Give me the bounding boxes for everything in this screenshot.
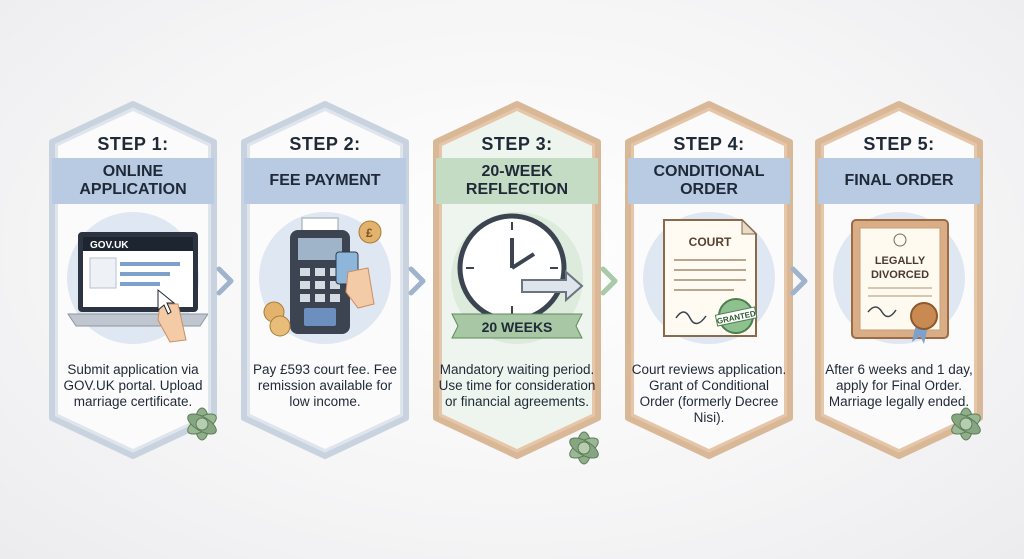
chevron-right-icon <box>790 266 808 296</box>
step-4-band: CONDITIONAL ORDER <box>653 163 765 198</box>
step-1-title: STEP 1: <box>97 134 169 154</box>
succulent-icon <box>951 407 981 441</box>
step-1-band: ONLINE APPLICATION <box>79 163 187 198</box>
divorced-label: DIVORCED <box>871 269 929 281</box>
step-1-description: Submit application via GOV.UK portal. Up… <box>63 362 203 409</box>
step-5-title: STEP 5: <box>863 134 935 154</box>
court-document-icon: COURT GRANTED <box>663 218 758 337</box>
step-4-card: STEP 4: CONDITIONAL ORDER COURT GRANTED … <box>620 100 798 460</box>
succulent-icon <box>569 431 599 465</box>
step-3-title: STEP 3: <box>481 134 553 154</box>
weeks-label: 20 WEEKS <box>482 319 553 335</box>
laptop-icon: GOV.UK <box>67 232 208 343</box>
chevron-right-icon <box>408 266 426 296</box>
step-3-band: 20-WEEK REFLECTION <box>465 163 569 198</box>
step-3-card: STEP 3: 20-WEEK REFLECTION 20 WEEKS Mand… <box>428 100 606 460</box>
court-label: COURT <box>689 235 732 249</box>
svg-text:£: £ <box>366 226 373 240</box>
certificate-icon: LEGALLY DIVORCED <box>851 219 949 344</box>
chevron-right-icon <box>600 266 618 296</box>
step-5-band: FINAL ORDER <box>844 172 954 189</box>
clock-icon: 20 WEEKS <box>451 213 584 339</box>
crest-icon <box>893 233 907 247</box>
succulent-icon <box>187 407 217 441</box>
step-2-description: Pay £593 court fee. Fee remission availa… <box>252 362 398 409</box>
govuk-label: GOV.UK <box>90 240 129 251</box>
step-2-card: STEP 2: FEE PAYMENT £ Pay £593 court fee… <box>236 100 414 460</box>
step-3-description: Mandatory waiting period. Use time for c… <box>438 362 596 409</box>
legally-label: LEGALLY <box>875 255 926 267</box>
card-terminal-icon: £ <box>263 217 382 337</box>
step-2-title: STEP 2: <box>289 134 361 154</box>
step-5-card: STEP 5: FINAL ORDER LEGALLY DIVORCED Aft… <box>810 100 988 460</box>
step-4-title: STEP 4: <box>673 134 745 154</box>
seal-icon <box>910 302 938 330</box>
step-2-band: FEE PAYMENT <box>269 172 381 189</box>
step-1-card: STEP 1: ONLINE APPLICATION GOV.UK Submit… <box>44 100 222 460</box>
step-4-description: Court reviews application. Grant of Cond… <box>631 362 787 425</box>
step-5-description: After 6 weeks and 1 day, apply for Final… <box>825 362 973 409</box>
chevron-right-icon <box>216 266 234 296</box>
